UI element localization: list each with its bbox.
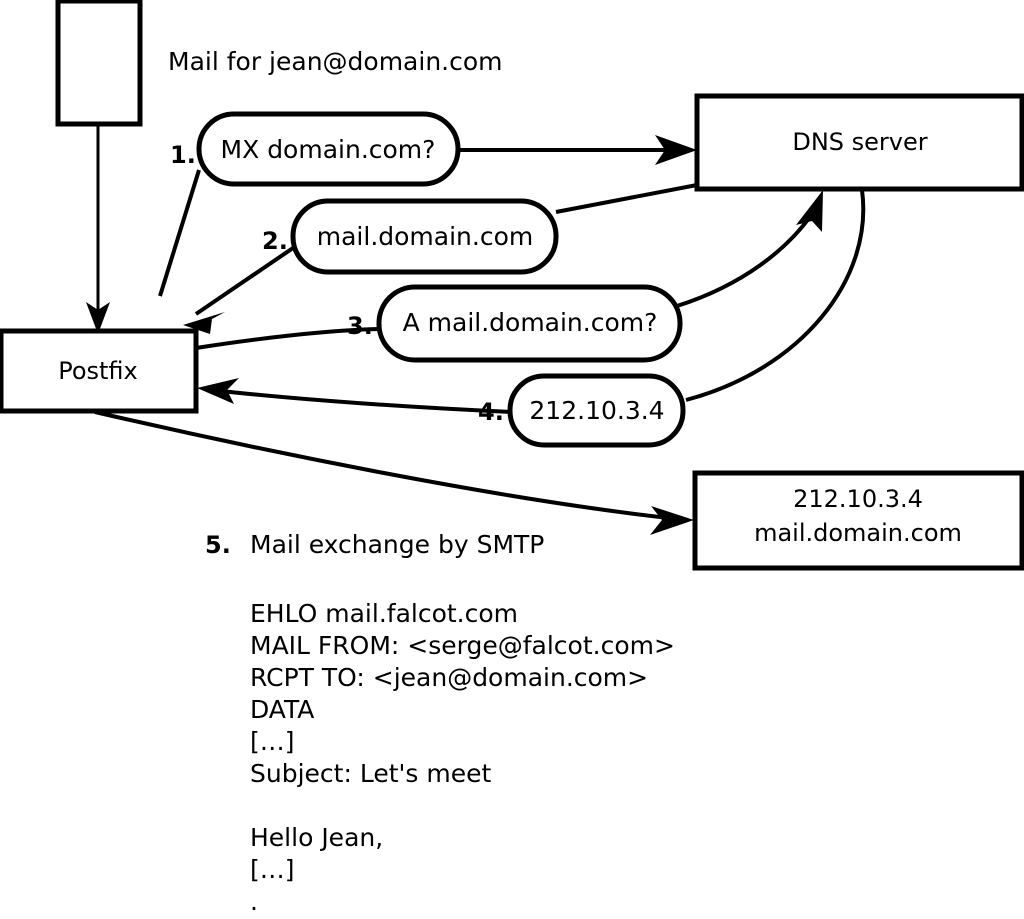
transcript-line: DATA bbox=[250, 695, 314, 724]
step-number-2: 2. bbox=[262, 227, 288, 255]
bubble-step-2: mail.domain.com bbox=[290, 198, 559, 275]
bubble-step-3: A mail.domain.com? bbox=[376, 284, 683, 363]
edge-incoming-mail bbox=[86, 124, 110, 334]
edge-step-4 bbox=[197, 189, 866, 414]
node-mail-host: 212.10.3.4 mail.domain.com bbox=[692, 470, 1024, 571]
step-number-1: 1. bbox=[170, 141, 196, 169]
transcript-line: MAIL FROM: <serge@falcot.com> bbox=[250, 631, 675, 660]
transcript-line: Subject: Let's meet bbox=[250, 759, 491, 788]
bubble-step-4-label: 212.10.3.4 bbox=[529, 396, 664, 425]
node-mail-source bbox=[55, 0, 143, 127]
step-number-3: 3. bbox=[347, 312, 373, 340]
node-dns-server: DNS server bbox=[694, 93, 1024, 192]
smtp-transcript: EHLO mail.falcot.com MAIL FROM: <serge@f… bbox=[250, 599, 675, 916]
bubble-step-3-label: A mail.domain.com? bbox=[403, 308, 658, 337]
bubble-step-1: MX domain.com? bbox=[196, 111, 461, 187]
transcript-line: RCPT TO: <jean@domain.com> bbox=[250, 663, 648, 692]
edge-step-3 bbox=[195, 190, 823, 350]
edge-step-1 bbox=[158, 135, 697, 297]
step-5-caption: Mail exchange by SMTP bbox=[250, 530, 544, 559]
bubble-step-2-label: mail.domain.com bbox=[317, 222, 533, 251]
bubble-step-1-label: MX domain.com? bbox=[221, 135, 436, 164]
transcript-line: EHLO mail.falcot.com bbox=[250, 599, 518, 628]
node-mail-host-name: mail.domain.com bbox=[754, 519, 962, 547]
node-dns-server-label: DNS server bbox=[792, 128, 927, 156]
transcript-line: […] bbox=[250, 727, 295, 756]
edge-step-5 bbox=[94, 410, 694, 535]
step-number-5: 5. bbox=[205, 531, 231, 559]
transcript-line: Hello Jean, bbox=[250, 823, 383, 852]
bubble-step-4: 212.10.3.4 bbox=[507, 373, 686, 448]
transcript-line: . bbox=[250, 887, 258, 916]
transcript-line: […] bbox=[250, 855, 295, 884]
node-postfix-label: Postfix bbox=[58, 357, 138, 385]
node-mail-host-ip: 212.10.3.4 bbox=[793, 485, 923, 513]
node-postfix: Postfix bbox=[0, 328, 199, 414]
step-number-4: 4. bbox=[478, 398, 504, 426]
mail-for-caption: Mail for jean@domain.com bbox=[168, 47, 503, 76]
